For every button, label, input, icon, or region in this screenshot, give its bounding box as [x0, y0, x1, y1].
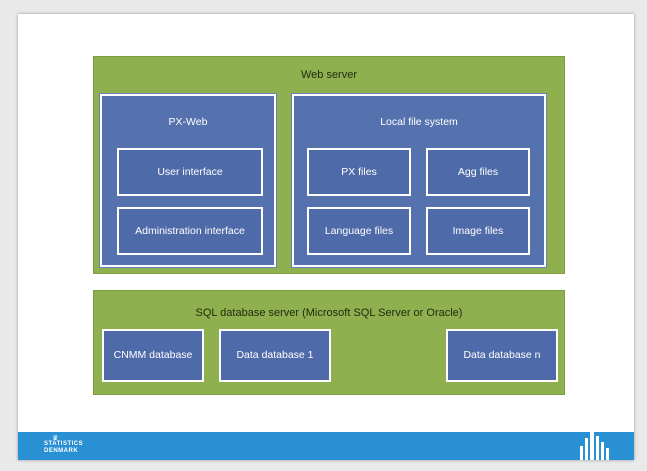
local-file-system-box: Local file system PX files Agg files Lan…: [292, 94, 546, 267]
px-web-box: PX-Web User interface Administration int…: [100, 94, 276, 267]
web-server-title: Web server: [300, 69, 358, 81]
agg-files-box: Agg files: [426, 148, 530, 196]
web-server-box: Web server PX-Web User interface Adminis…: [93, 56, 565, 274]
slide: Web server PX-Web User interface Adminis…: [18, 14, 634, 460]
logo-line-2: DENMARK: [44, 447, 79, 454]
local-file-system-title: Local file system: [380, 116, 458, 128]
sql-server-title: SQL database server (Microsoft SQL Serve…: [195, 307, 463, 319]
logo-line-1: STATISTICS: [44, 441, 84, 447]
footer-band: ♛ STATISTICS DENMARK: [18, 430, 634, 460]
px-web-title: PX-Web: [168, 116, 208, 128]
language-files-box: Language files: [307, 207, 411, 255]
data-database-1-box: Data database 1: [219, 329, 331, 382]
sql-database-server-box: SQL database server (Microsoft SQL Serve…: [93, 290, 565, 395]
data-database-n-box: Data database n: [446, 329, 558, 382]
px-files-box: PX files: [307, 148, 411, 196]
administration-interface-box: Administration interface: [117, 207, 263, 255]
cnmm-database-box: CNMM database: [102, 329, 204, 382]
image-files-box: Image files: [426, 207, 530, 255]
statistics-denmark-logo: STATISTICS DENMARK: [44, 441, 83, 455]
bar-graph-icon: [580, 430, 609, 460]
user-interface-box: User interface: [117, 148, 263, 196]
crown-icon: ♛: [52, 435, 59, 442]
